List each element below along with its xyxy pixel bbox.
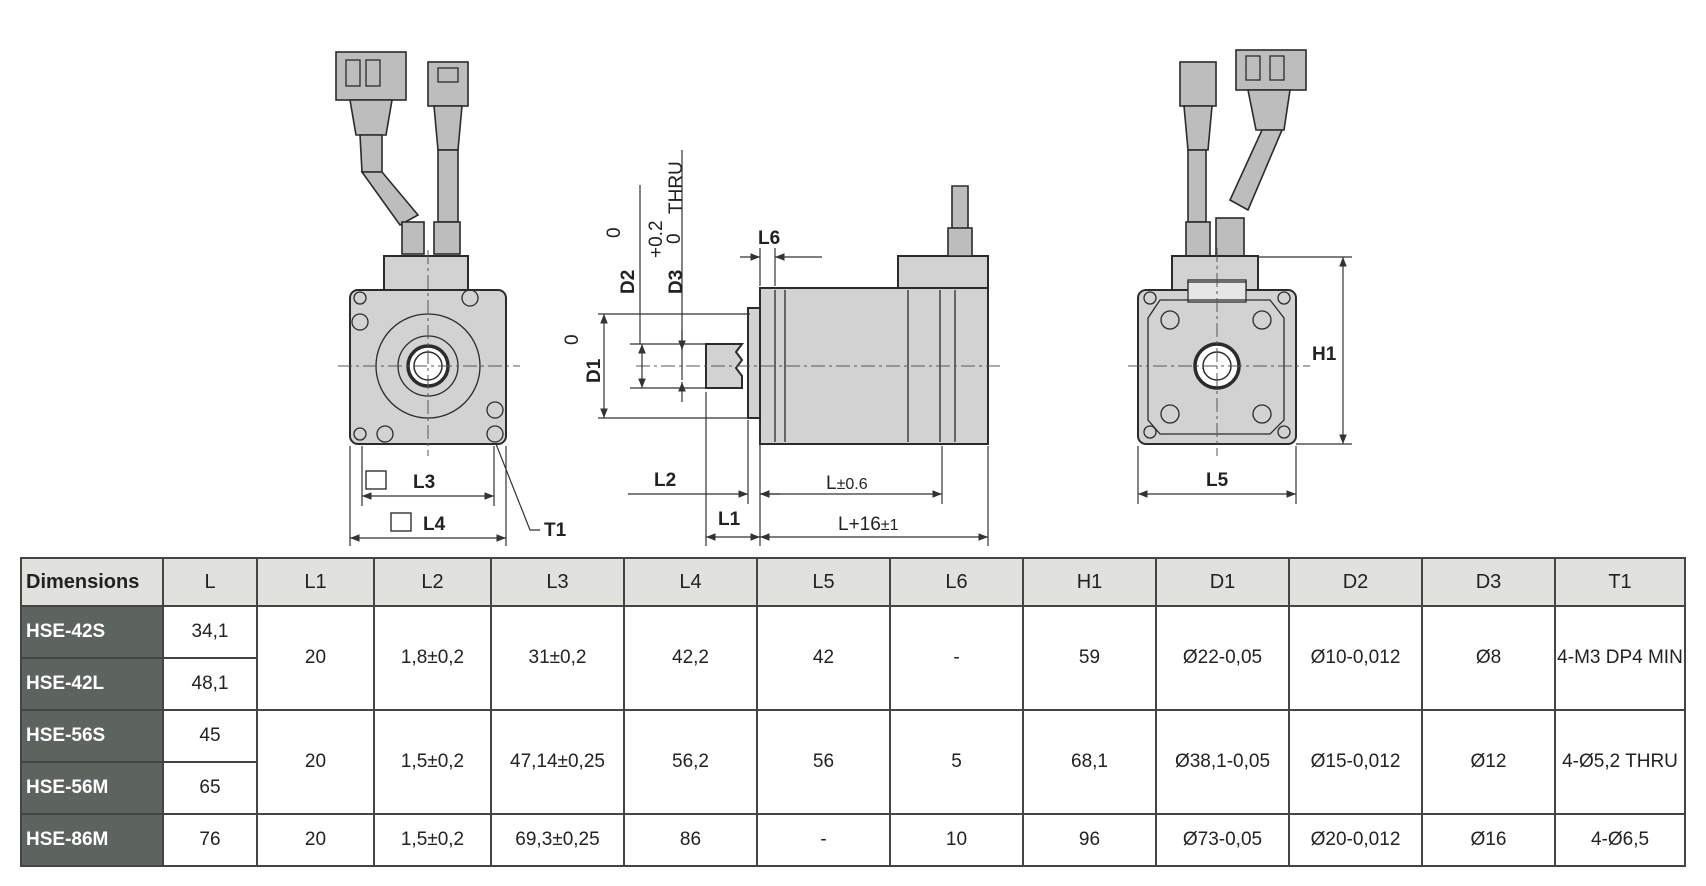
cell-l2: 1,5±0,2 <box>373 709 492 815</box>
cell-d3: Ø16 <box>1421 813 1556 867</box>
cell-h1: 96 <box>1022 813 1157 867</box>
cell-l2: 1,8±0,2 <box>373 605 492 711</box>
l16-label-tolerance: ±1 <box>881 517 899 534</box>
cell-d3: Ø8 <box>1421 605 1556 711</box>
table-row: HSE-42S 34,1 20 1,8±0,2 31±0,2 42,2 42 -… <box>20 605 1686 711</box>
cell-l1: 20 <box>256 709 375 815</box>
header-d1: D1 <box>1155 557 1290 607</box>
dimensions-table: Dimensions L L1 L2 L3 L4 L5 L6 H1 D1 D2 … <box>20 557 1686 867</box>
d3-tolerance-upper: +0.2 <box>646 220 667 258</box>
cell-l3: 69,3±0,25 <box>490 813 625 867</box>
d3-label: D3 <box>666 270 687 294</box>
h1-label: H1 <box>1312 344 1337 365</box>
cell-l5: - <box>756 813 891 867</box>
table-row: HSE-56M 65 <box>20 761 1685 815</box>
l2-label: L2 <box>654 470 676 491</box>
table-row: HSE-42L 48,1 <box>20 657 1685 711</box>
cell-l: 65 <box>162 761 258 815</box>
model-name: HSE-56S <box>20 709 164 763</box>
l4-label: L4 <box>423 514 446 535</box>
l16-label-main: L+16 <box>838 514 881 535</box>
cell-l3: 31±0,2 <box>490 605 625 711</box>
header-l5: L5 <box>756 557 891 607</box>
model-name: HSE-42L <box>20 657 164 711</box>
l16-label: L+16±1 <box>838 514 899 535</box>
cell-l: 76 <box>162 813 258 867</box>
rear-view: H1 L5 <box>1128 49 1352 504</box>
l5-label: L5 <box>1206 470 1229 491</box>
motor-dimension-drawing: L3 L4 T1 D1 0 <box>335 49 1352 546</box>
cell-t1: 4-Ø6,5 <box>1554 813 1686 867</box>
cell-l3: 47,14±0,25 <box>490 709 625 815</box>
l-label-main: L <box>826 473 837 494</box>
header-l3: L3 <box>490 557 625 607</box>
rear-view-screws <box>1143 291 1291 439</box>
cell-d2: Ø10-0,012 <box>1288 605 1423 711</box>
cell-l: 48,1 <box>162 657 258 711</box>
l3-label: L3 <box>413 472 435 493</box>
cell-l2: 1,5±0,2 <box>373 813 492 867</box>
front-view-connector-housing <box>383 255 469 291</box>
header-l2: L2 <box>373 557 492 607</box>
front-view: L3 L4 T1 <box>335 51 567 546</box>
cell-l1: 20 <box>256 813 375 867</box>
cell-l1: 20 <box>256 605 375 711</box>
cell-l4: 56,2 <box>623 709 758 815</box>
cell-l4: 42,2 <box>623 605 758 711</box>
t1-label: T1 <box>544 520 567 541</box>
cell-l: 45 <box>162 709 258 763</box>
cell-d2: Ø20-0,012 <box>1288 813 1423 867</box>
header-d3: D3 <box>1421 557 1556 607</box>
l-label-tolerance: ±0.6 <box>837 476 868 493</box>
cell-d1: Ø73-0,05 <box>1155 813 1290 867</box>
side-view-connector-housing <box>897 255 989 289</box>
cell-l5: 56 <box>756 709 891 815</box>
cell-t1: 4-Ø5,2 THRU <box>1554 709 1686 815</box>
cell-h1: 68,1 <box>1022 709 1157 815</box>
d1-tolerance: 0 <box>562 334 583 345</box>
cell-l6: - <box>889 605 1024 711</box>
header-d2: D2 <box>1288 557 1423 607</box>
header-l: L <box>162 557 258 607</box>
d2-tolerance: 0 <box>604 227 625 238</box>
cell-l: 34,1 <box>162 605 258 659</box>
table-header-row: Dimensions L L1 L2 L3 L4 L5 L6 H1 D1 D2 … <box>20 557 1686 607</box>
cell-t1: 4-M3 DP4 MIN <box>1554 605 1686 711</box>
side-view: D1 0 D2 0 D3 +0.2 0 THRU L6 L2 L±0.6 <box>562 150 1000 546</box>
model-name: HSE-86M <box>20 813 164 867</box>
d1-label: D1 <box>584 358 605 383</box>
front-view-cables <box>335 51 469 255</box>
header-h1: H1 <box>1022 557 1157 607</box>
front-view-mounting-holes <box>351 289 504 443</box>
cell-l5: 42 <box>756 605 891 711</box>
d2-label: D2 <box>618 270 639 294</box>
cell-l4: 86 <box>623 813 758 867</box>
header-t1: T1 <box>1554 557 1686 607</box>
l6-label: L6 <box>758 228 780 249</box>
header-l4: L4 <box>623 557 758 607</box>
model-name: HSE-42S <box>20 605 164 659</box>
model-name: HSE-56M <box>20 761 164 815</box>
d3-tolerance-lower: 0 <box>664 233 685 244</box>
cell-d2: Ø15-0,012 <box>1288 709 1423 815</box>
cell-d1: Ø22-0,05 <box>1155 605 1290 711</box>
rear-view-cables <box>1179 49 1307 257</box>
header-dimensions: Dimensions <box>20 557 164 607</box>
table-row: HSE-56S 45 20 1,5±0,2 47,14±0,25 56,2 56… <box>20 709 1686 815</box>
header-l6: L6 <box>889 557 1024 607</box>
header-l1: L1 <box>256 557 375 607</box>
l-label: L±0.6 <box>826 473 868 494</box>
cell-d3: Ø12 <box>1421 709 1556 815</box>
cell-l6: 5 <box>889 709 1024 815</box>
side-view-flange <box>747 307 761 419</box>
cell-h1: 59 <box>1022 605 1157 711</box>
l1-label: L1 <box>718 509 741 530</box>
cell-d1: Ø38,1-0,05 <box>1155 709 1290 815</box>
table-row: HSE-86M 76 20 1,5±0,2 69,3±0,25 86 - 10 … <box>20 813 1686 867</box>
thru-label: THRU <box>666 161 687 214</box>
cell-l6: 10 <box>889 813 1024 867</box>
